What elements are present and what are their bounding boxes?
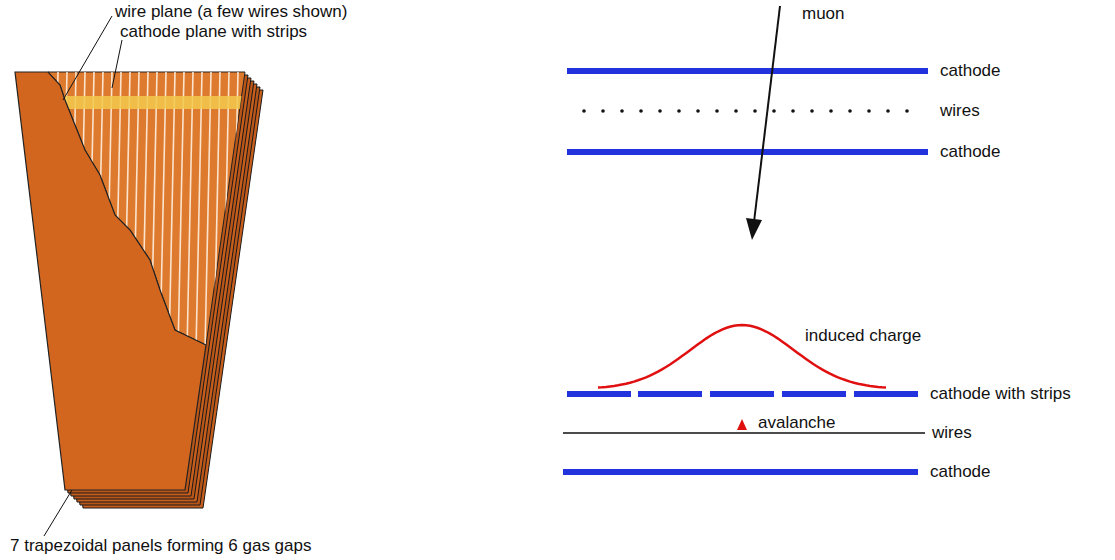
wire-dot	[867, 109, 871, 113]
label: 7 trapezoidal panels forming 6 gas gaps	[10, 536, 311, 556]
strip-line	[223, 72, 229, 350]
label: avalanche	[758, 413, 836, 433]
wire-dot	[791, 109, 795, 113]
wire-dot	[658, 109, 662, 113]
label: wire plane (a few wires shown)	[115, 2, 347, 22]
strip-line	[205, 72, 211, 350]
strip-line	[232, 72, 238, 350]
label: cathode with strips	[930, 384, 1071, 404]
strip-line	[178, 72, 184, 350]
strip-segment	[854, 391, 918, 397]
strip-segment	[567, 391, 631, 397]
leader-line	[112, 40, 122, 88]
wire-dot	[810, 109, 814, 113]
cathode-strip-segments	[567, 394, 918, 395]
wire-dot	[582, 109, 586, 113]
wire-plane-band	[48, 96, 248, 109]
wire-dot	[734, 109, 738, 113]
cathode-plate	[567, 68, 928, 74]
strip-line	[241, 72, 247, 350]
strip-line	[196, 72, 202, 350]
strip-segment	[638, 391, 702, 397]
strip-line	[214, 72, 220, 350]
label: cathode	[930, 462, 991, 482]
leader-line	[44, 490, 72, 536]
wire-dot	[848, 109, 852, 113]
wire-dots	[582, 109, 909, 113]
cathode-plate	[563, 469, 918, 475]
front-panel	[15, 72, 206, 490]
label: cathode	[940, 142, 1001, 162]
strip-segment	[710, 391, 774, 397]
wire-dot	[601, 109, 605, 113]
leader-line	[63, 16, 112, 100]
wire-dot	[696, 109, 700, 113]
wire-dot	[772, 109, 776, 113]
wire-dot	[829, 109, 833, 113]
label: cathode plane with strips	[120, 22, 307, 42]
label: induced charge	[805, 326, 921, 346]
wire-dot	[905, 109, 909, 113]
wire-dot	[677, 109, 681, 113]
muon-track	[754, 6, 780, 222]
wire-dot	[753, 109, 757, 113]
strip-segment	[782, 391, 846, 397]
label: wires	[932, 423, 972, 443]
arrowhead	[746, 218, 762, 240]
wire-dot	[715, 109, 719, 113]
wire-dot	[639, 109, 643, 113]
label: wires	[940, 101, 980, 121]
strip-line	[187, 72, 193, 350]
wire-line	[563, 432, 925, 434]
avalanche-mark	[737, 419, 747, 430]
wire-dot	[886, 109, 890, 113]
label: cathode	[940, 61, 1001, 81]
wire-dot	[620, 109, 624, 113]
label: muon	[802, 4, 845, 24]
strip-line	[169, 72, 175, 350]
cathode-plate	[567, 149, 928, 155]
